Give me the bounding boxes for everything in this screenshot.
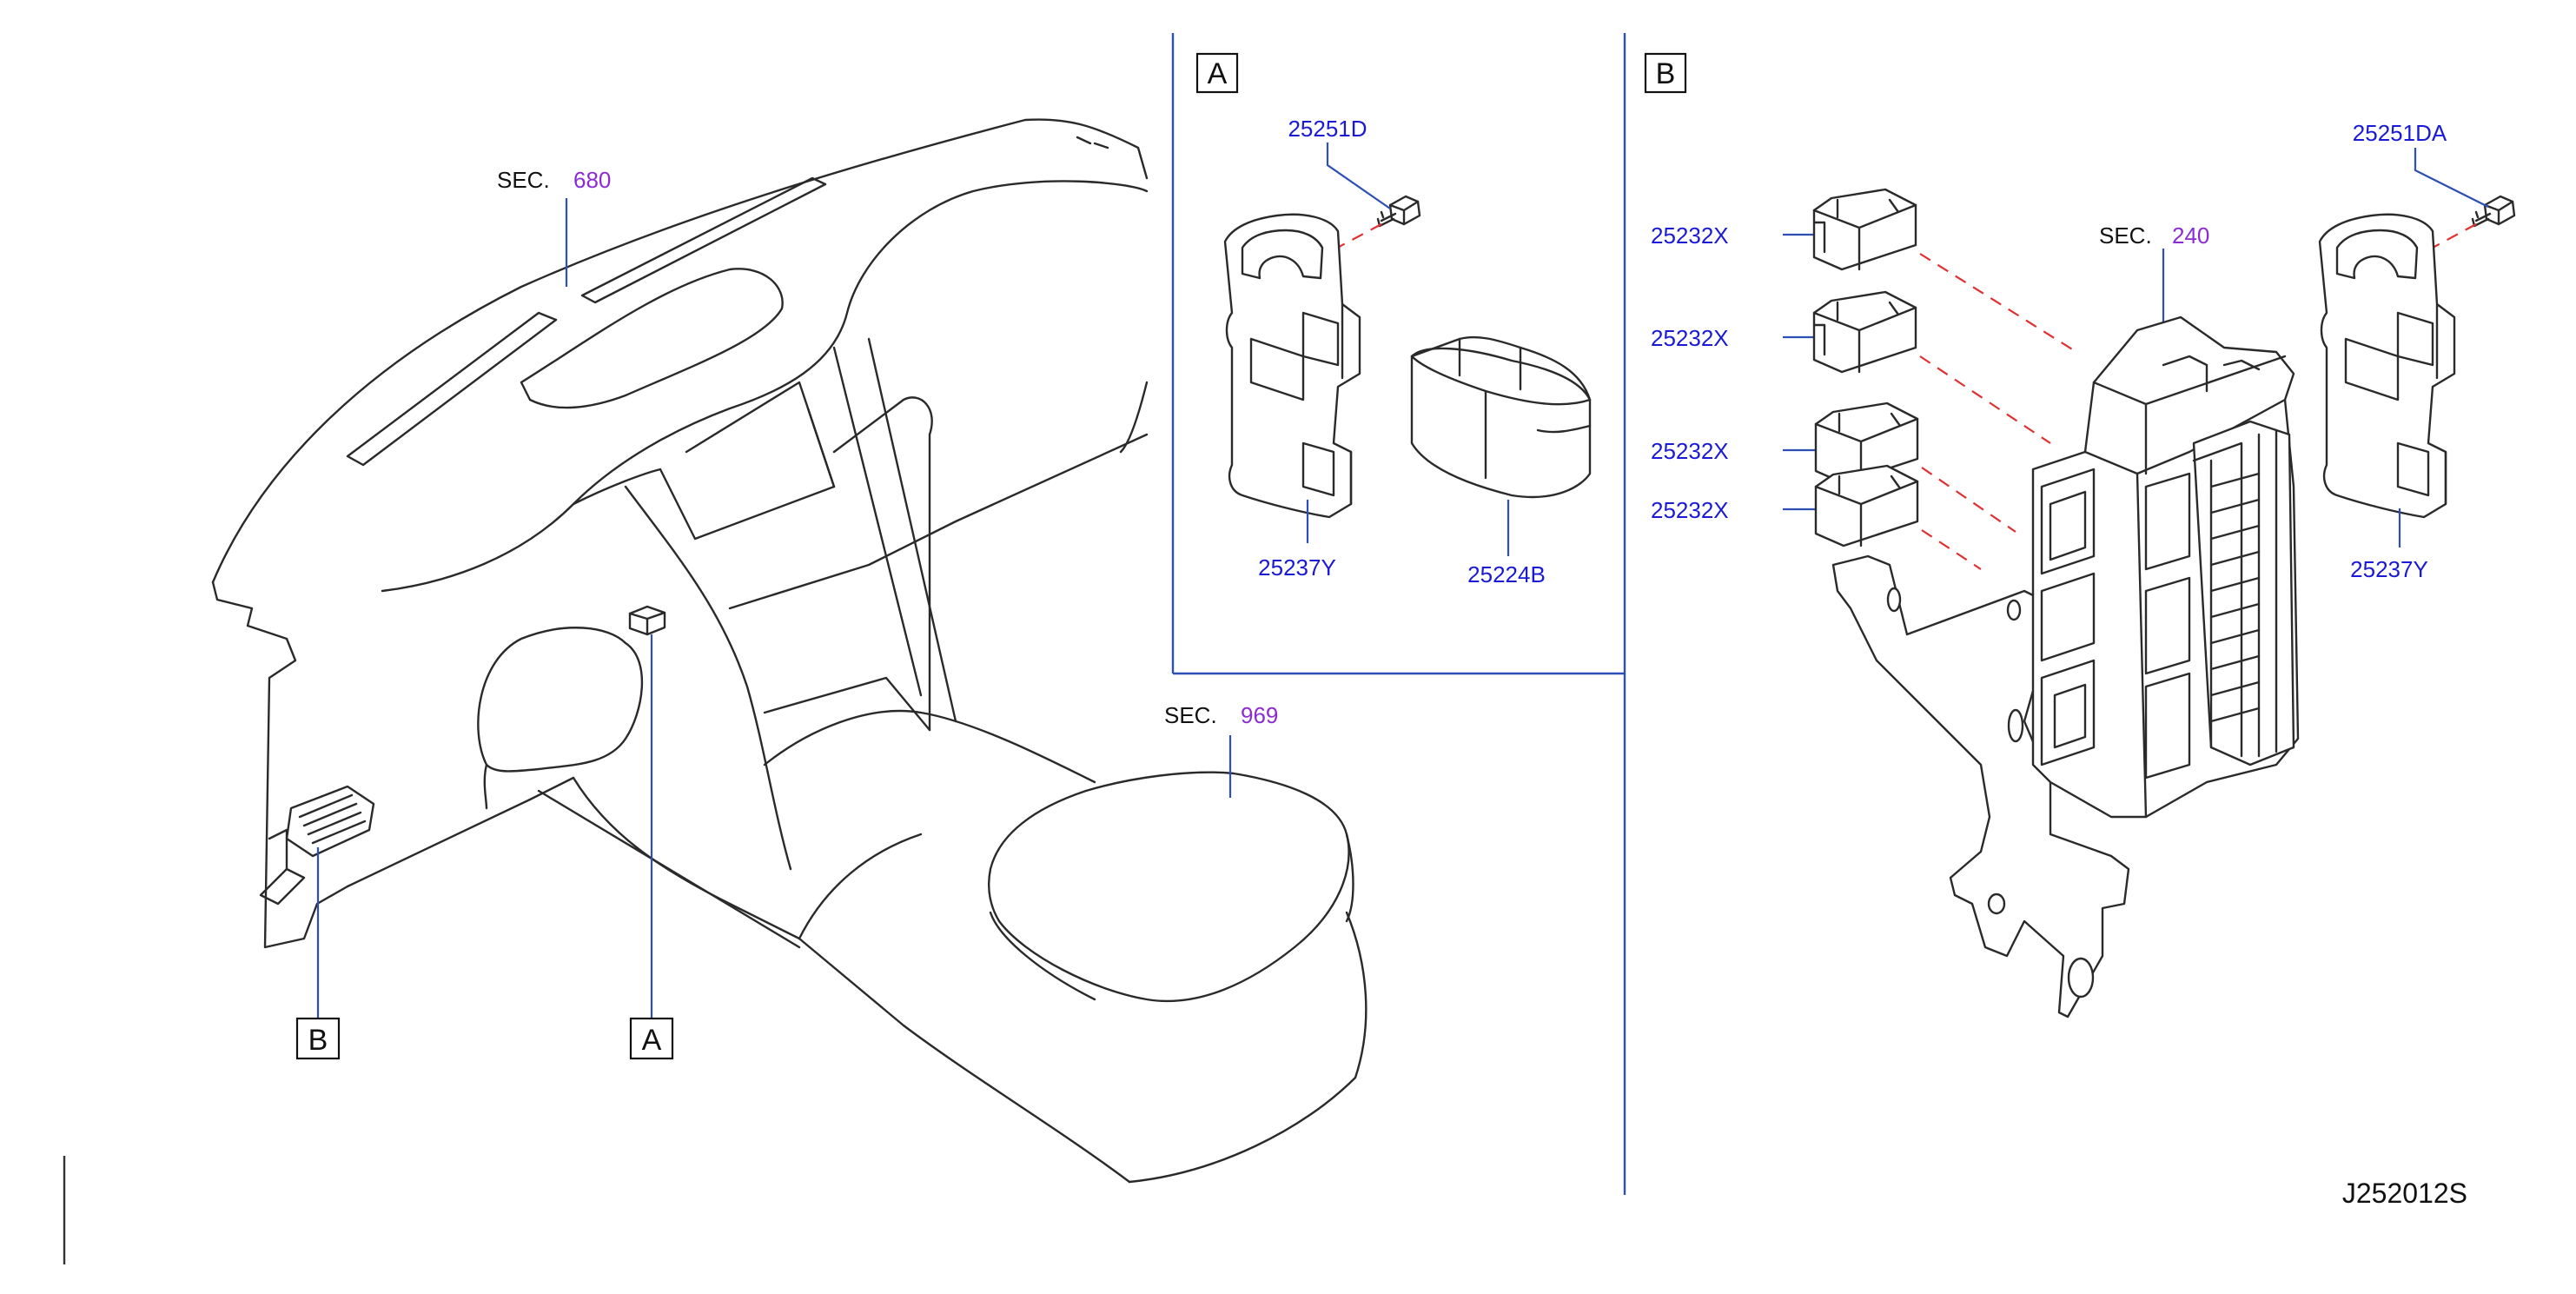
dashboard-overview-illustration	[211, 118, 1367, 1184]
bolt-25251d-icon	[1376, 195, 1421, 228]
panel-a-heading: A	[1208, 57, 1228, 90]
view-callout-b[interactable]: B	[295, 847, 341, 1060]
part-25232x-label-4[interactable]: 25232X	[1651, 497, 1729, 523]
part-25237y-a-label[interactable]: 25237Y	[1258, 554, 1336, 581]
callout-sec-240: SEC. 240	[2099, 222, 2209, 335]
relay-cube-1	[1812, 188, 1917, 271]
part-25237y-b-label[interactable]: 25237Y	[2350, 556, 2428, 582]
section-prefix-240: SEC.	[2099, 222, 2152, 249]
relay-label-1[interactable]: 25232X	[1651, 222, 1814, 249]
bracket-25237y-a-icon	[1223, 213, 1361, 519]
relay-cube-4	[1814, 464, 1919, 547]
panel-frames	[63, 33, 1626, 1264]
section-number-680[interactable]: 680	[573, 167, 611, 193]
junction-block-location-b-icon	[259, 785, 375, 906]
view-label-b: B	[308, 1024, 328, 1057]
relay-cube-3	[1814, 401, 1919, 485]
part-25232x-label-2[interactable]: 25232X	[1651, 325, 1729, 351]
part-25251d-label[interactable]: 25251D	[1288, 116, 1367, 142]
callout-sec-680: SEC. 680	[497, 167, 611, 287]
relay-label-2[interactable]: 25232X	[1651, 325, 1814, 351]
panel-b-corner-box	[1644, 52, 1687, 94]
bolt-25251d-leader	[1326, 143, 1391, 209]
bracket-25237y-b-icon	[2318, 213, 2456, 519]
section-number-240[interactable]: 240	[2172, 222, 2209, 249]
relay-label-3[interactable]: 25232X	[1651, 438, 1816, 464]
callout-sec-969: SEC. 969	[1164, 702, 1278, 798]
part-25251da-label[interactable]: 25251DA	[2353, 120, 2447, 146]
section-number-969[interactable]: 969	[1241, 702, 1278, 728]
relay-25224b-icon	[1410, 335, 1592, 499]
relay-cube-2	[1812, 290, 1917, 374]
relay-25232x-icons	[1812, 188, 1919, 547]
section-prefix-969: SEC.	[1164, 702, 1217, 728]
bolt-25251da-icon	[2471, 195, 2516, 228]
relay-location-a-icon	[628, 605, 666, 636]
panel-a: A 25251D 25237Y 25224B	[1195, 52, 1592, 587]
panel-a-corner-box	[1195, 52, 1239, 94]
panel-b: B SEC. 240 25232X 25232X 25232X 25232X	[1644, 52, 2516, 1019]
relay-guide-lines	[1919, 253, 2077, 570]
part-25232x-label-3[interactable]: 25232X	[1651, 438, 1729, 464]
view-callout-a[interactable]: A	[629, 634, 674, 1060]
panel-b-heading: B	[1656, 57, 1676, 90]
relay-label-4[interactable]: 25232X	[1651, 497, 1816, 523]
diagram-code: J252012S	[2342, 1178, 2467, 1209]
part-25224b-label[interactable]: 25224B	[1467, 561, 1546, 587]
view-label-a: A	[642, 1024, 662, 1057]
section-prefix-680: SEC.	[497, 167, 550, 193]
bolt-b-guide-line	[2432, 223, 2477, 249]
part-25232x-label-1[interactable]: 25232X	[1651, 222, 1729, 249]
junction-block-icon	[1831, 315, 2300, 1019]
bolt-25251da-leader	[2414, 148, 2489, 208]
